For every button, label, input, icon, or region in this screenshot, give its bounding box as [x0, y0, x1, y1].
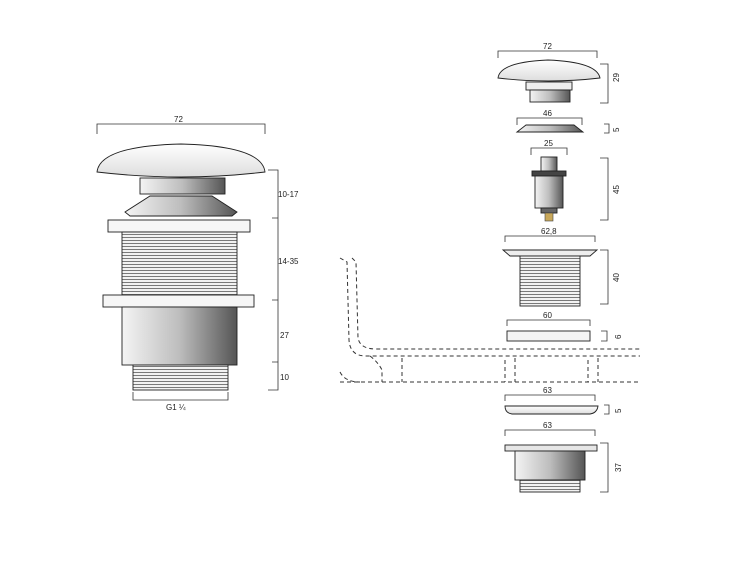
cartridge-width-label: 25 [544, 139, 553, 148]
flange-cone [124, 195, 238, 217]
body-width-label: 62,8 [541, 227, 557, 236]
cap-height-label: 29 [612, 73, 621, 82]
gasket-width-label: 63 [543, 386, 552, 395]
width-dimension [96, 123, 266, 134]
threaded-body [121, 231, 238, 296]
cartridge-height-label: 45 [612, 185, 621, 194]
gasket-height-label: 5 [614, 408, 623, 413]
nut-part [504, 444, 598, 452]
width-label: 72 [174, 115, 183, 124]
cap-width-label: 72 [543, 42, 552, 51]
gasket-part [504, 405, 599, 415]
basin-outline [339, 257, 640, 383]
height-label-4: 10 [280, 373, 289, 382]
ring-width-label: 46 [543, 109, 552, 118]
cap-part [497, 59, 601, 82]
thread-dimension [132, 392, 229, 401]
bottom-thread [132, 364, 229, 391]
height-dimension [268, 169, 279, 391]
washer-width-label: 60 [543, 311, 552, 320]
nut-plate [102, 294, 255, 308]
washer-part [506, 330, 591, 342]
body-height-label: 40 [612, 273, 621, 282]
threaded-body-part [501, 249, 599, 257]
stem [139, 177, 226, 195]
body [121, 306, 238, 366]
nut-height-label: 37 [614, 463, 623, 472]
height-label-2: 14-35 [278, 257, 299, 266]
cap [96, 143, 266, 178]
ring-part [515, 124, 585, 133]
exploded-view: 72 29 46 5 25 45 62,8 40 60 6 [497, 42, 623, 493]
height-label-3: 27 [280, 331, 289, 340]
washer-height-label: 6 [614, 334, 623, 339]
thread-label: G1 ¼ [166, 403, 186, 412]
top-flange [107, 219, 251, 233]
ring-height-label: 5 [612, 127, 621, 132]
cartridge-part [540, 156, 558, 172]
height-label-1: 10-17 [278, 190, 299, 199]
nut-width-label: 63 [543, 421, 552, 430]
assembled-view: 72 10-17 14-35 27 10 G1 ¼ [96, 115, 299, 412]
